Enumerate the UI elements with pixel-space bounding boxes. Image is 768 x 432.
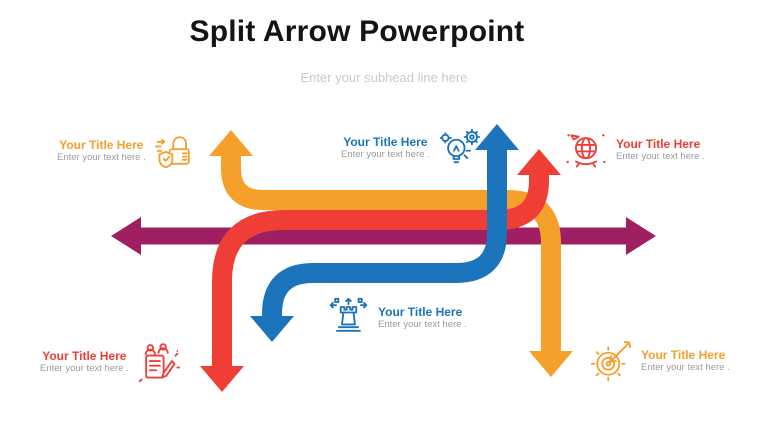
label-top-center: Your Title Here Enter your text here .: [341, 126, 482, 170]
blue-arrowhead-up: [475, 124, 519, 150]
label-subtitle: Enter your text here .: [341, 149, 430, 161]
label-subtitle: Enter your text here .: [616, 151, 705, 163]
label-title: Your Title Here: [343, 134, 428, 149]
orange-arrowhead-up: [209, 130, 253, 156]
label-subtitle: Enter your text here .: [641, 362, 730, 374]
idea-gear-icon: [439, 128, 480, 164]
label-text-block: Your Title Here Enter your text here .: [57, 139, 146, 164]
blue-split-arrow: [250, 124, 519, 342]
strategy-rook-icon: [329, 297, 368, 332]
security-lock-icon: [154, 136, 190, 169]
red-split-arrow: [200, 149, 561, 392]
label-subtitle: Enter your text here .: [40, 363, 129, 375]
label-text-block: Your Title Here Enter your text here .: [341, 136, 430, 161]
label-text-block: Your Title Here Enter your text here .: [378, 306, 467, 331]
purple-arrowhead-right: [626, 217, 656, 255]
agreement-document-icon: [138, 343, 180, 383]
label-top-left: Your Title Here Enter your text here .: [57, 129, 198, 173]
label-top-right: Your Title Here Enter your text here .: [564, 128, 705, 172]
label-bottom-center: Your Title Here Enter your text here .: [326, 296, 467, 340]
orange-arrow-shaft: [221, 154, 561, 353]
slide-title: Split Arrow Powerpoint: [189, 15, 525, 48]
red-arrowhead-down: [200, 366, 244, 392]
label-title: Your Title Here: [378, 304, 463, 319]
slide-subhead: Enter your subhead line here: [300, 70, 468, 85]
orange-arrowhead-down: [529, 351, 573, 377]
label-title: Your Title Here: [59, 137, 144, 152]
label-text-block: Your Title Here Enter your text here .: [616, 138, 705, 163]
blue-arrowhead-down: [250, 316, 294, 342]
label-text-block: Your Title Here Enter your text here .: [641, 349, 730, 374]
label-bottom-right: Your Title Here Enter your text here .: [589, 339, 730, 383]
red-arrow-shaft: [212, 173, 549, 368]
label-text-block: Your Title Here Enter your text here .: [40, 350, 129, 375]
orange-split-arrow: [209, 130, 573, 377]
target-gear-icon: [590, 341, 631, 382]
red-arrowhead-up: [517, 149, 561, 175]
label-subtitle: Enter your text here .: [57, 152, 146, 164]
label-subtitle: Enter your text here .: [378, 319, 467, 331]
label-title: Your Title Here: [616, 136, 701, 151]
blue-arrow-shaft: [262, 148, 507, 318]
label-title: Your Title Here: [641, 347, 726, 362]
label-title: Your Title Here: [42, 348, 127, 363]
global-network-icon: [566, 134, 606, 168]
purple-arrowhead-left: [111, 217, 141, 255]
label-bottom-left: Your Title Here Enter your text here .: [40, 340, 181, 384]
